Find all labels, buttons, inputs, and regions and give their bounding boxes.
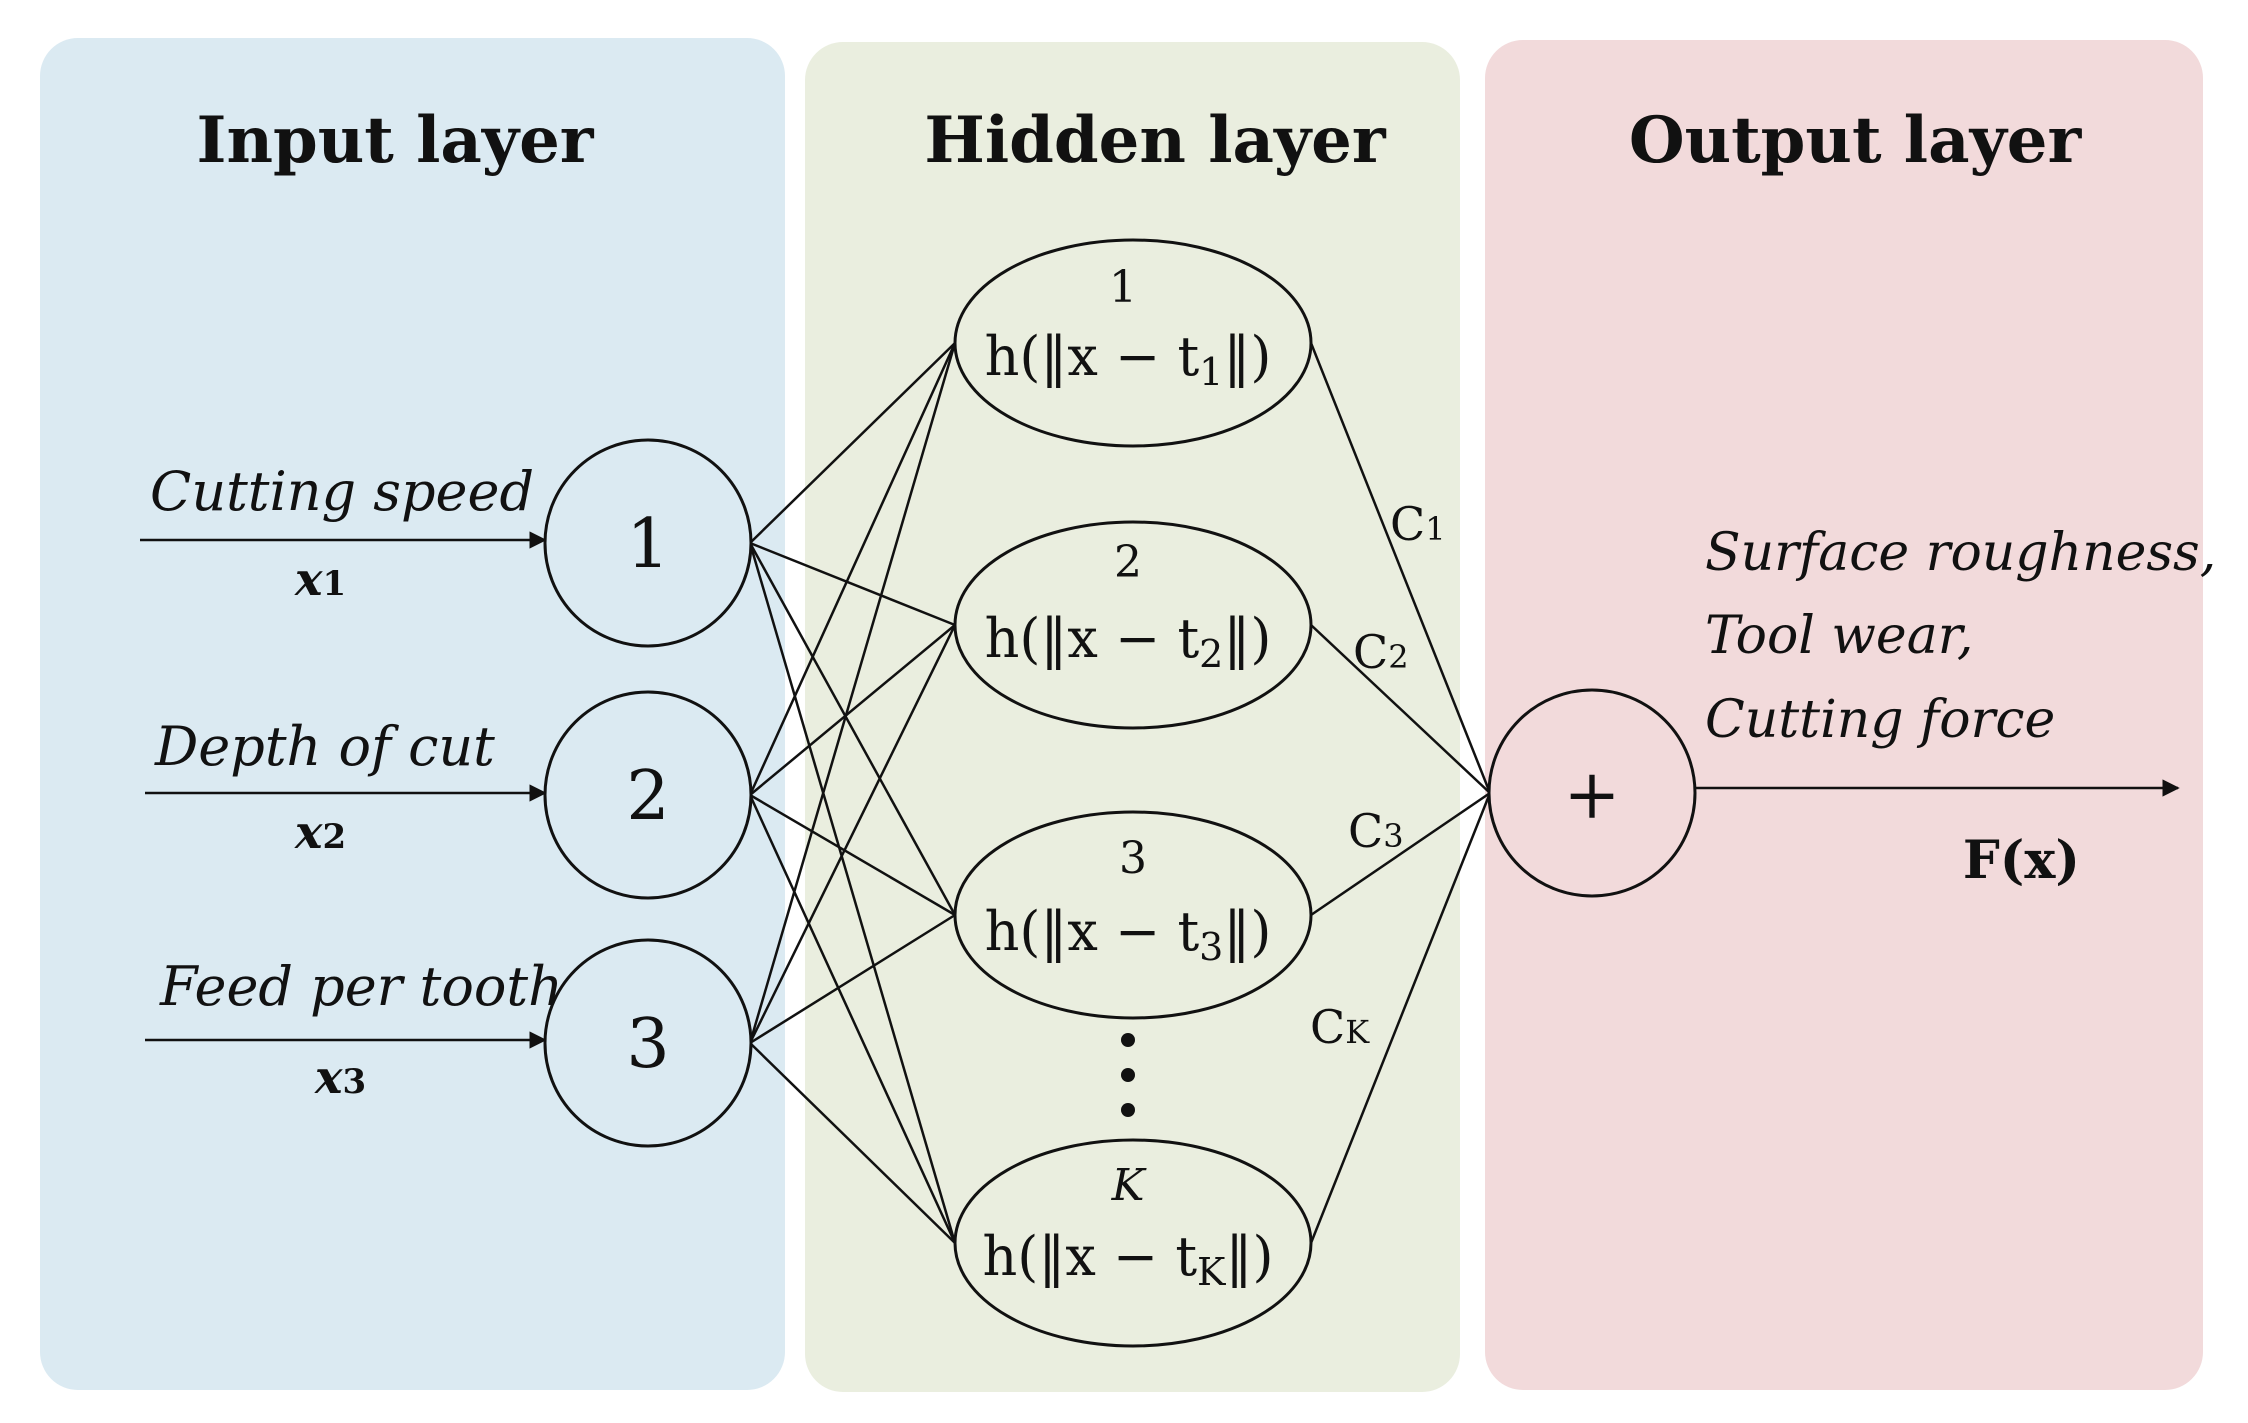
hidden-node-k-function: h(‖x − tK‖) xyxy=(982,1225,1273,1294)
hidden-node-1 xyxy=(953,238,1313,448)
connection-input-3-hidden-1 xyxy=(748,342,957,1044)
hidden-node-k xyxy=(953,1138,1313,1348)
input-node-3-number: 3 xyxy=(626,1005,669,1084)
input-node-1-number: 1 xyxy=(626,505,669,584)
input-node-3 xyxy=(543,938,753,1148)
hidden-node-3-index: 3 xyxy=(1119,833,1147,884)
input-var-2: x2 xyxy=(294,805,346,859)
output-layer-panel xyxy=(1485,40,2203,1390)
connections-group xyxy=(748,342,1492,1244)
connection-input-2-hidden-1 xyxy=(748,342,957,796)
output-layer-title: Output layer xyxy=(1629,103,2083,178)
ellipsis-dot-3 xyxy=(1121,1103,1135,1117)
hidden-node-3 xyxy=(953,810,1313,1020)
connection-input-3-hidden-2 xyxy=(748,624,957,1044)
input-label-1: Cutting speed xyxy=(150,460,534,523)
hidden-node-1-index: 1 xyxy=(1109,262,1137,313)
connection-input-3-hidden-3 xyxy=(749,913,956,1045)
output-sum-symbol: + xyxy=(1564,756,1621,835)
input-node-1 xyxy=(543,438,753,648)
output-function-label: F(x) xyxy=(1963,830,2080,891)
input-var-1: x1 xyxy=(294,552,346,606)
weight-label-c3: C3 xyxy=(1348,804,1404,858)
output-label-tool-wear: Tool wear, xyxy=(1705,606,1973,666)
input-var-3: x3 xyxy=(314,1050,366,1104)
hidden-layer-title: Hidden layer xyxy=(924,103,1387,178)
hidden-node-3-function: h(‖x − t3‖) xyxy=(985,900,1272,969)
weight-label-ck: CK xyxy=(1310,1000,1370,1054)
hidden-node-k-index: K xyxy=(1111,1160,1147,1211)
output-label-surface-roughness: Surface roughness, xyxy=(1705,523,2216,583)
connection-input-1-hidden-2 xyxy=(749,541,956,627)
connection-hidden-3-output xyxy=(1310,791,1491,917)
connection-input-1-hidden-1 xyxy=(749,342,956,544)
hidden-node-1-function: h(‖x − t1‖) xyxy=(985,325,1272,394)
output-label-cutting-force: Cutting force xyxy=(1705,690,2055,750)
hidden-node-2-index: 2 xyxy=(1114,537,1142,588)
connection-input-2-hidden-2 xyxy=(749,624,956,796)
output-sum-node xyxy=(1487,688,1697,898)
connection-hidden-2-output xyxy=(1310,624,1491,794)
ellipsis-dot-2 xyxy=(1121,1068,1135,1082)
connection-hidden-1-output xyxy=(1309,342,1492,794)
hidden-node-2 xyxy=(953,520,1313,730)
hidden-node-2-function: h(‖x − t2‖) xyxy=(985,607,1272,676)
weight-label-c1: C1 xyxy=(1390,497,1446,551)
ellipsis-dot-1 xyxy=(1121,1033,1135,1047)
connection-input-1-hidden-3 xyxy=(748,542,957,916)
connection-input-3-hidden-4 xyxy=(749,1042,956,1244)
connection-input-2-hidden-3 xyxy=(749,793,956,917)
input-label-2: Depth of cut xyxy=(154,715,495,778)
input-label-3: Feed per tooth xyxy=(159,955,563,1018)
input-layer-title: Input layer xyxy=(197,103,595,178)
weight-label-c2: C2 xyxy=(1353,625,1409,679)
connection-input-2-hidden-4 xyxy=(748,794,957,1244)
input-node-2 xyxy=(543,690,753,900)
input-node-2-number: 2 xyxy=(626,757,669,836)
connection-hidden-4-output xyxy=(1309,792,1492,1244)
connection-input-1-hidden-4 xyxy=(748,542,957,1244)
